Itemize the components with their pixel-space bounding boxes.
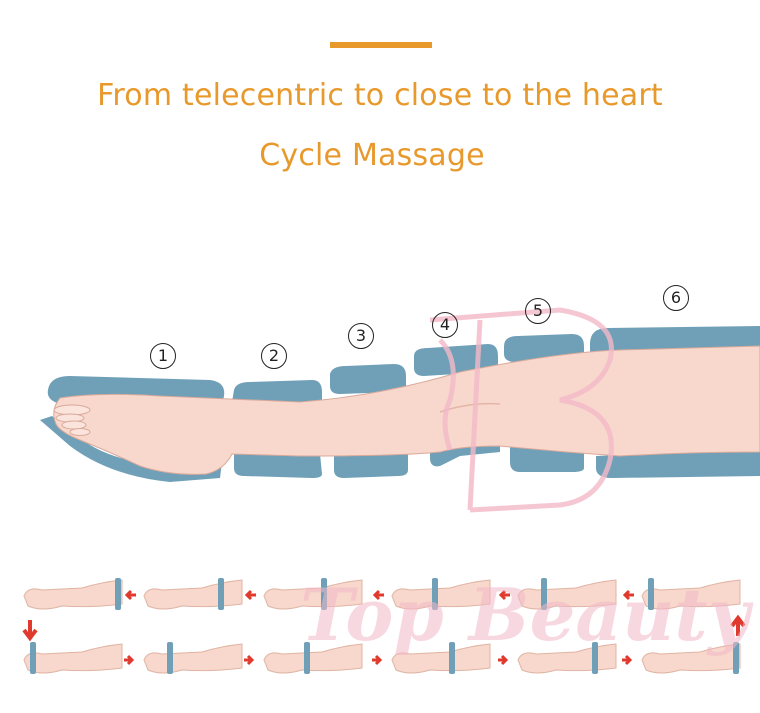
sequence-arrow (244, 589, 256, 601)
thumbnail-cuff (432, 578, 438, 610)
thumbnail-leg (641, 579, 741, 610)
cuff-2-lower (234, 450, 322, 478)
sequence-arrow (622, 589, 634, 601)
sequence-arrow-down (22, 620, 38, 642)
sequence-arrow (372, 589, 384, 601)
thumbnail-cuff (218, 578, 224, 610)
thumbnail-leg (23, 579, 123, 610)
watermark-brand-text: Top Beauty (300, 572, 754, 657)
watermark-monogram (429, 307, 614, 513)
cuff-3-lower (334, 452, 408, 478)
thumbnail-leg (263, 643, 363, 674)
sequence-arrow (498, 654, 509, 666)
accent-bar (330, 42, 432, 48)
sequence-arrow (622, 654, 633, 666)
sequence-arrow (244, 654, 255, 666)
thumbnail-cuff (304, 642, 310, 674)
chamber-marker-3: 3 (348, 323, 374, 349)
cuff-5-lower (510, 446, 584, 472)
thumbnail-leg (23, 643, 123, 674)
sequence-arrow-up (730, 614, 746, 636)
thumbnail-cuff (648, 578, 654, 610)
thumbnail-cuff (541, 578, 547, 610)
thumbnail-cuff (592, 642, 598, 674)
sequence-arrow (372, 654, 383, 666)
thumbnail-leg (391, 579, 491, 610)
sequence-arrow (124, 654, 135, 666)
thumbnail-cuff (30, 642, 36, 674)
chamber-marker-5: 5 (525, 298, 551, 324)
headline-line-2: Cycle Massage (259, 138, 485, 173)
chamber-marker-1: 1 (150, 343, 176, 369)
cuff-6-lower (596, 450, 760, 478)
thumbnail-leg (391, 643, 491, 674)
cuff-3 (330, 364, 406, 394)
chamber-marker-2: 2 (261, 343, 287, 369)
thumbnail-cuff (167, 642, 173, 674)
chamber-marker-4: 4 (432, 312, 458, 338)
thumbnail-leg (263, 579, 363, 610)
headline-line-1: From telecentric to close to the heart (97, 78, 663, 113)
thumbnail-leg (143, 579, 243, 610)
thumbnail-cuff (733, 642, 739, 674)
thumbnail-cuff (449, 642, 455, 674)
thumbnail-cuff (115, 578, 121, 610)
thumbnail-leg (641, 643, 741, 674)
sequence-arrow (124, 589, 136, 601)
thumbnail-leg (517, 643, 617, 674)
toes (53, 404, 91, 436)
chamber-marker-6: 6 (663, 285, 689, 311)
leg-skin (53, 345, 760, 475)
sequence-arrow (498, 589, 510, 601)
thumbnail-cuff (321, 578, 327, 610)
